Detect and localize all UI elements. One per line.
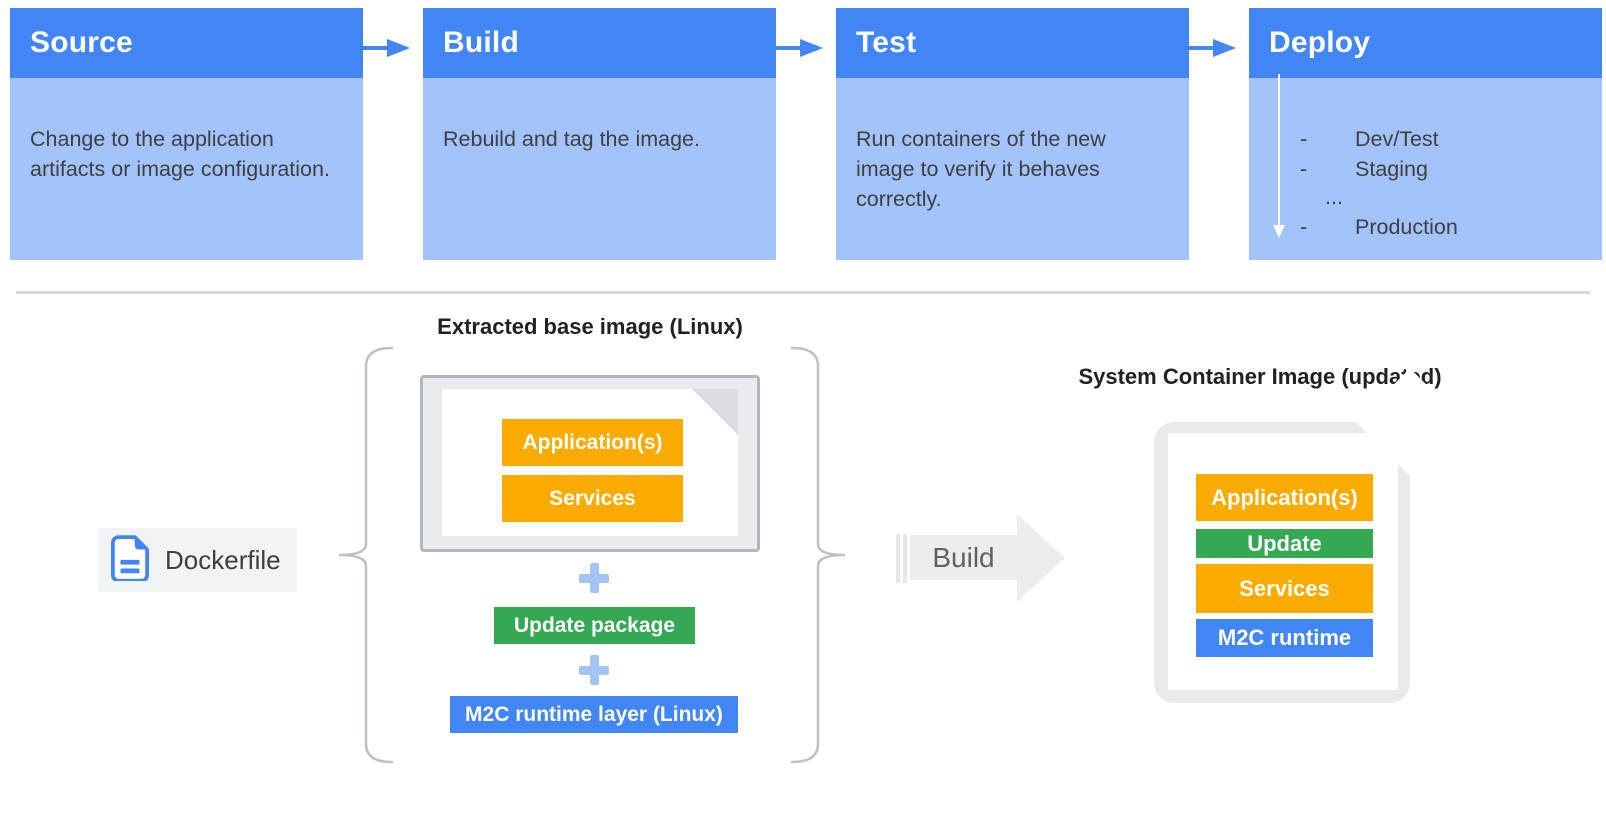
dockerfile-chip: Dockerfile bbox=[98, 528, 297, 592]
section-divider bbox=[16, 291, 1590, 294]
dockerfile-label: Dockerfile bbox=[165, 544, 281, 575]
stage-box-test: Test Run containers of the new image to … bbox=[836, 8, 1189, 260]
flow-arrow-icon bbox=[776, 39, 823, 57]
stage-description-test: Run containers of the new image to verif… bbox=[836, 78, 1189, 260]
stage-title-deploy: Deploy bbox=[1249, 8, 1602, 78]
system-container-image-title: System Container Image (updated) bbox=[1078, 364, 1442, 389]
stage-title-build: Build bbox=[423, 8, 776, 78]
dockerfile-icon bbox=[111, 534, 149, 586]
arrow-head bbox=[387, 39, 410, 57]
deploy-env-label: Dev/Test bbox=[1355, 127, 1439, 151]
dash-bullet: - bbox=[1300, 157, 1308, 181]
layer-bar-update-package: Update package bbox=[494, 607, 695, 644]
deploy-down-arrow-icon bbox=[1273, 74, 1285, 238]
system-image-document: Application(s) Update Services M2C runti… bbox=[1154, 368, 1464, 703]
deploy-environments-panel: - Dev/Test - Staging ... - Production bbox=[1249, 74, 1602, 260]
stage-box-deploy: Deploy - Dev/Test - Staging ... - Produc… bbox=[1249, 8, 1602, 260]
system-layer-bar-applications: Application(s) bbox=[1196, 474, 1373, 521]
plus-icon bbox=[579, 655, 609, 685]
left-brace-icon bbox=[338, 346, 394, 764]
deploy-env-label: Production bbox=[1355, 215, 1458, 239]
right-brace-icon bbox=[790, 346, 846, 764]
build-arrow-icon bbox=[896, 514, 1065, 602]
arrow-head bbox=[1273, 225, 1285, 238]
system-layer-bar-update: Update bbox=[1196, 529, 1373, 558]
stage-title-source: Source bbox=[10, 8, 363, 78]
stage-title-test: Test bbox=[836, 8, 1189, 78]
build-arrow-label: Build bbox=[932, 541, 995, 573]
stage-box-build: Build Rebuild and tag the image. bbox=[423, 8, 776, 260]
dash-bullet: - bbox=[1300, 215, 1308, 239]
layer-bar-services: Services bbox=[502, 475, 683, 522]
arrow-shaft bbox=[1278, 74, 1280, 226]
flow-arrow-icon bbox=[1189, 39, 1236, 57]
plus-icon bbox=[579, 563, 609, 593]
stage-description-source: Change to the application artifacts or i… bbox=[10, 78, 363, 260]
arrow-shaft bbox=[776, 46, 803, 50]
arrow-head bbox=[800, 39, 823, 57]
flow-arrow-icon bbox=[363, 39, 410, 57]
extracted-base-image-title: Extracted base image (Linux) bbox=[437, 314, 743, 339]
layer-bar-applications: Application(s) bbox=[502, 419, 683, 466]
arrow-shaft bbox=[363, 46, 390, 50]
stage-description-build: Rebuild and tag the image. bbox=[423, 78, 776, 260]
arrow-shaft bbox=[1189, 46, 1216, 50]
stage-box-source: Source Change to the application artifac… bbox=[10, 8, 363, 260]
ellipsis-text: ... bbox=[1325, 185, 1343, 209]
system-layer-bar-m2c-runtime: M2C runtime bbox=[1196, 619, 1373, 657]
system-layer-bar-services: Services bbox=[1196, 564, 1373, 613]
deploy-env-label: Staging bbox=[1355, 157, 1428, 181]
layer-bar-m2c-runtime-layer: M2C runtime layer (Linux) bbox=[450, 696, 738, 733]
dash-bullet: - bbox=[1300, 127, 1308, 151]
arrow-head bbox=[1213, 39, 1236, 57]
